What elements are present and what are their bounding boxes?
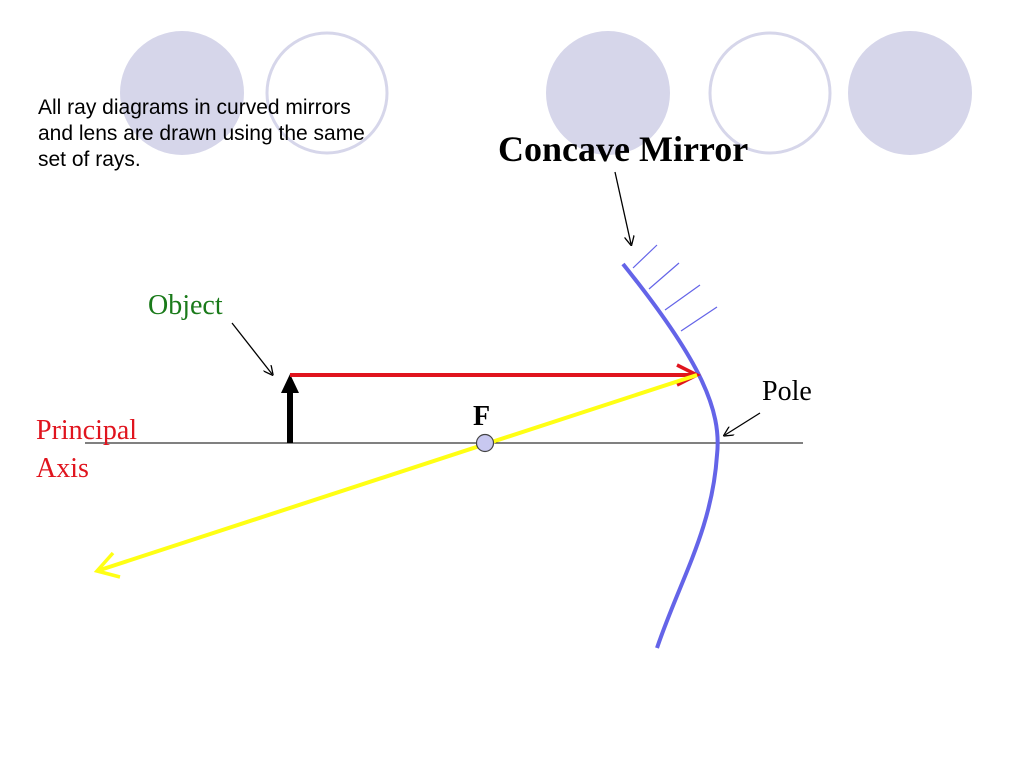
decor-circle-filled-3 [848, 31, 972, 155]
principal-axis-label-line1: Principal [36, 415, 138, 446]
diagram-title: Concave Mirror [498, 129, 749, 169]
focus-label: F [473, 401, 491, 432]
principal-axis-label: Principal Axis [36, 412, 137, 488]
reflected-ray-arrowhead [93, 551, 121, 579]
decor-circle-filled-2 [546, 31, 670, 155]
mirror-hatch [664, 284, 701, 311]
title-pointer-arrow [614, 171, 631, 244]
mirror-hatch [648, 262, 680, 290]
pole-pointer-arrow [725, 412, 761, 435]
principal-axis-label-line2: Axis [36, 453, 89, 484]
pole-label: Pole [762, 376, 812, 407]
mirror-hatch [680, 306, 718, 332]
object-label: Object [148, 290, 223, 321]
decor-circle-filled-1 [120, 31, 244, 155]
concave-mirror-curve [621, 262, 720, 649]
reflected-ray [96, 373, 698, 573]
object-pointer-arrow [231, 322, 272, 374]
decor-circle-outline-2 [708, 31, 832, 155]
intro-text: All ray diagrams in curved mirrors and l… [38, 96, 365, 171]
focal-point-marker [475, 433, 495, 453]
object-arrow-head [281, 374, 299, 393]
decor-circle-outline-1 [265, 31, 389, 155]
mirror-hatch [632, 244, 658, 269]
